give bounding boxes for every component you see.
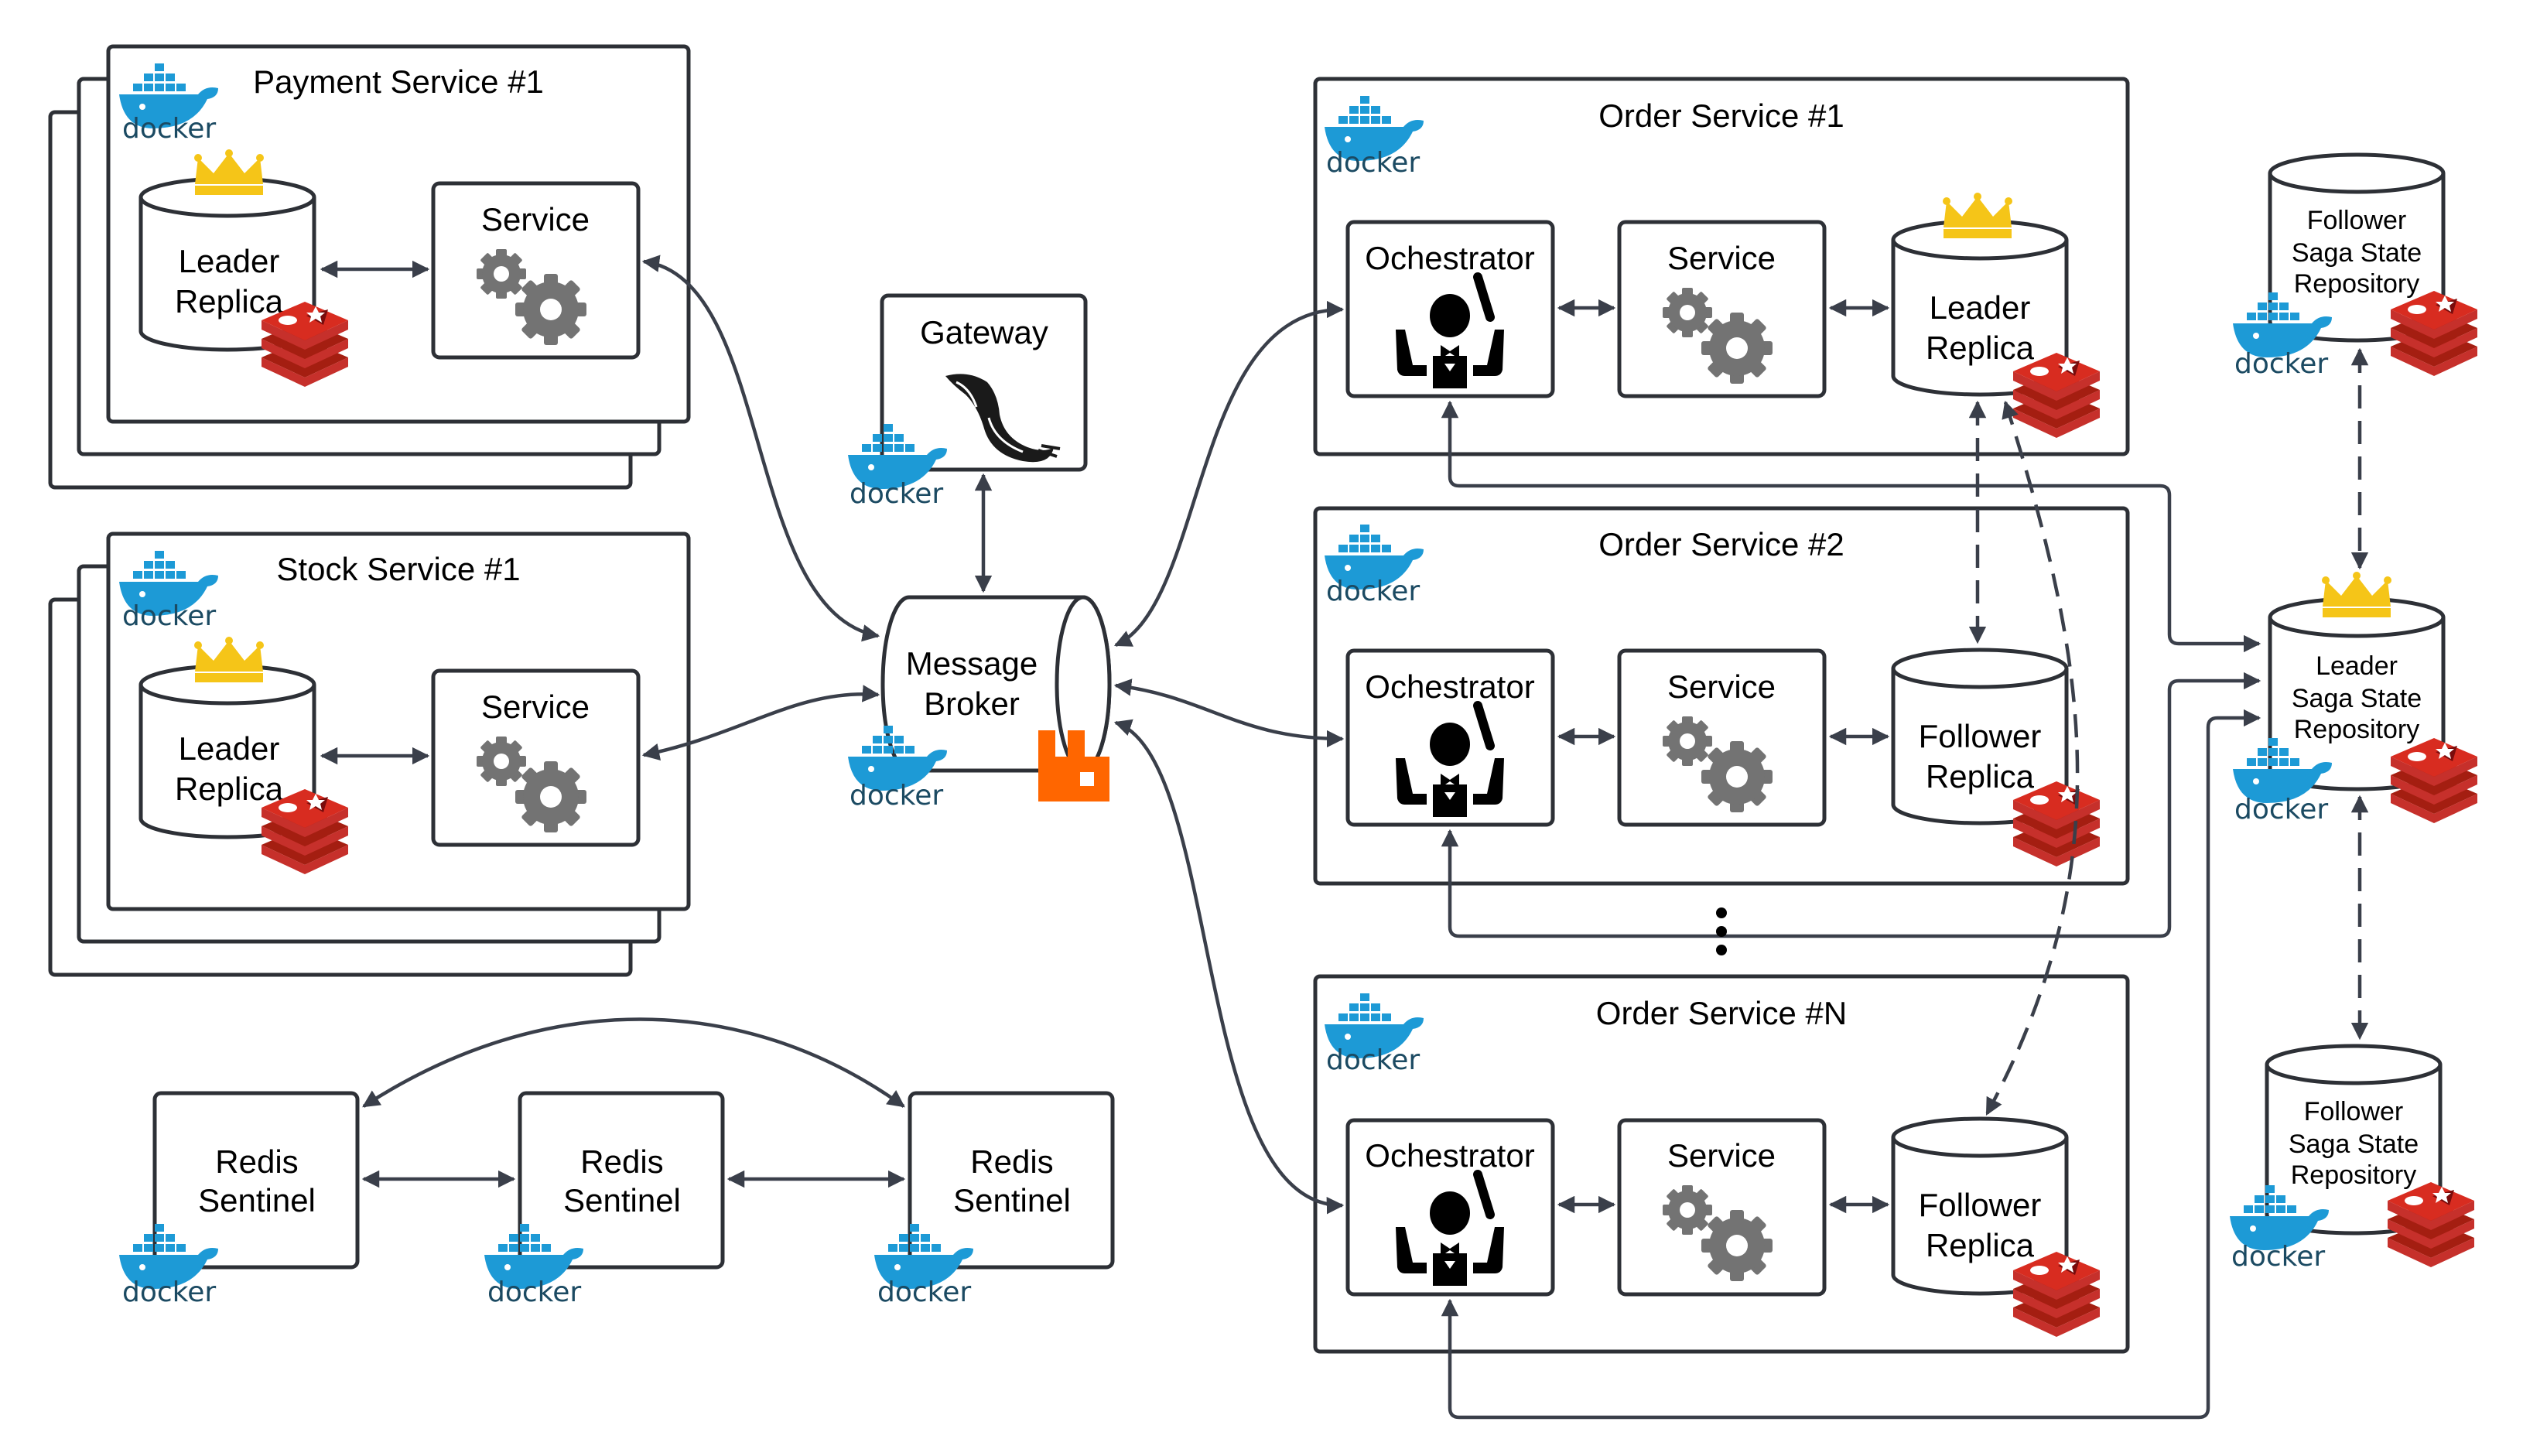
payment-service-label: Service	[481, 201, 590, 238]
order-db-label-1: Follower	[1919, 1187, 2042, 1223]
docker-label: docker	[2234, 794, 2328, 825]
stock-service-label: Service	[481, 689, 590, 725]
docker-label: docker	[1326, 576, 1420, 607]
docker-label: docker	[487, 1277, 581, 1308]
stock-db: Leader Replica	[138, 664, 316, 839]
docker-label: docker	[122, 600, 216, 632]
order-db: Leader Replica	[1891, 219, 2069, 397]
saga-label-2: Saga State	[2292, 684, 2422, 713]
gateway: Gateway docker	[848, 293, 1088, 510]
broker-label-1: Message	[906, 645, 1038, 682]
connector	[1113, 300, 1345, 648]
docker-label: docker	[877, 1277, 971, 1308]
payment-service-stack: docker Payment Service #1 Leader Replica…	[48, 44, 691, 490]
redis-sentinel-2: Redis Sentinel docker	[484, 1091, 725, 1308]
connector	[1441, 400, 2261, 653]
docker-label: docker	[122, 1277, 216, 1308]
sentinel-label-2: Sentinel	[953, 1182, 1071, 1218]
stock-service-title: Stock Service #1	[276, 551, 520, 587]
sentinel-box	[908, 1091, 1115, 1270]
order-db-label-2: Replica	[1926, 330, 2035, 366]
sentinel-label-1: Redis	[215, 1143, 298, 1180]
payment-service-box	[431, 181, 641, 360]
order-service-title: Order Service #N	[1596, 995, 1847, 1031]
crown-icon	[2322, 572, 2391, 617]
order-db-label-1: Leader	[1930, 289, 2031, 326]
docker-label: docker	[2231, 1241, 2325, 1273]
order-service-1: docker Order Service #1 Ochestrator Serv…	[1313, 77, 2130, 456]
replication-link	[1985, 400, 2080, 1116]
orchestrator-label: Ochestrator	[1365, 240, 1534, 276]
docker-label: docker	[850, 780, 943, 812]
gateway-label: Gateway	[920, 314, 1048, 350]
saga-label-2: Saga State	[2289, 1130, 2419, 1159]
docker-label: docker	[850, 478, 943, 510]
stock-db-label-1: Leader	[179, 730, 280, 767]
order-service-title: Order Service #2	[1598, 526, 1844, 562]
order-service-n: docker Order Service #N Ochestrator Serv…	[1313, 974, 2130, 1354]
sentinel-label-1: Redis	[970, 1143, 1053, 1180]
docker-label: docker	[1326, 147, 1420, 179]
redis-sentinel-3: Redis Sentinel docker	[874, 1091, 1115, 1308]
connector	[641, 685, 880, 760]
connectors	[320, 255, 2369, 1420]
message-broker: Message Broker docker	[848, 595, 1112, 812]
docker-label: docker	[122, 113, 216, 145]
order-service-box	[1617, 220, 1827, 398]
saga-label-1: Follower	[2304, 1097, 2403, 1126]
orchestrator-label: Ochestrator	[1365, 1137, 1534, 1174]
saga-repo-follower-bottom: Follower Saga State Repository docker	[2230, 1044, 2474, 1273]
docker-label: docker	[1326, 1044, 1420, 1076]
order-service-label: Service	[1667, 1137, 1776, 1174]
saga-label-3: Repository	[2291, 1160, 2417, 1190]
payment-db-label-2: Replica	[175, 283, 284, 320]
orchestrator-label: Ochestrator	[1365, 668, 1534, 705]
sentinel-label-1: Redis	[580, 1143, 663, 1180]
order-service-2: docker Order Service #2 Ochestrator Serv…	[1313, 506, 2130, 886]
stock-db-label-2: Replica	[175, 771, 284, 807]
connector	[1113, 719, 1345, 1215]
continuation-dot	[1716, 926, 1727, 937]
broker-label-2: Broker	[924, 685, 1020, 722]
stock-service-box	[431, 668, 641, 847]
order-db-label-1: Follower	[1919, 718, 2042, 754]
order-service-label: Service	[1667, 240, 1776, 276]
connector	[1113, 678, 1345, 748]
payment-service-title: Payment Service #1	[253, 63, 544, 100]
sentinel-box	[518, 1091, 725, 1270]
sentinel-box	[152, 1091, 360, 1270]
saga-label-1: Follower	[2307, 206, 2406, 235]
order-db-label-2: Replica	[1926, 1227, 2035, 1263]
connector	[1441, 709, 2261, 1420]
saga-repo-follower-top: Follower Saga State Repository docker	[2233, 152, 2477, 380]
docker-label: docker	[2234, 348, 2328, 380]
connector	[641, 255, 880, 642]
saga-label-2: Saga State	[2292, 238, 2422, 268]
continuation-dot	[1716, 907, 1727, 918]
order-db-label-2: Replica	[1926, 758, 2035, 795]
saga-label-3: Repository	[2294, 269, 2420, 299]
order-service-label: Service	[1667, 668, 1776, 705]
continuation-dot	[1716, 945, 1727, 955]
saga-label-3: Repository	[2294, 715, 2420, 744]
saga-repo-leader: Leader Saga State Repository docker	[2233, 572, 2477, 825]
sentinel-label-2: Sentinel	[198, 1182, 316, 1218]
sentinel-label-2: Sentinel	[563, 1182, 681, 1218]
payment-db-label-1: Leader	[179, 243, 280, 279]
saga-label-1: Leader	[2316, 651, 2398, 681]
order-service-title: Order Service #1	[1598, 97, 1844, 134]
redis-sentinel-1: Redis Sentinel docker	[119, 1091, 360, 1308]
connector	[362, 1017, 905, 1108]
payment-db: Leader Replica	[138, 176, 316, 352]
